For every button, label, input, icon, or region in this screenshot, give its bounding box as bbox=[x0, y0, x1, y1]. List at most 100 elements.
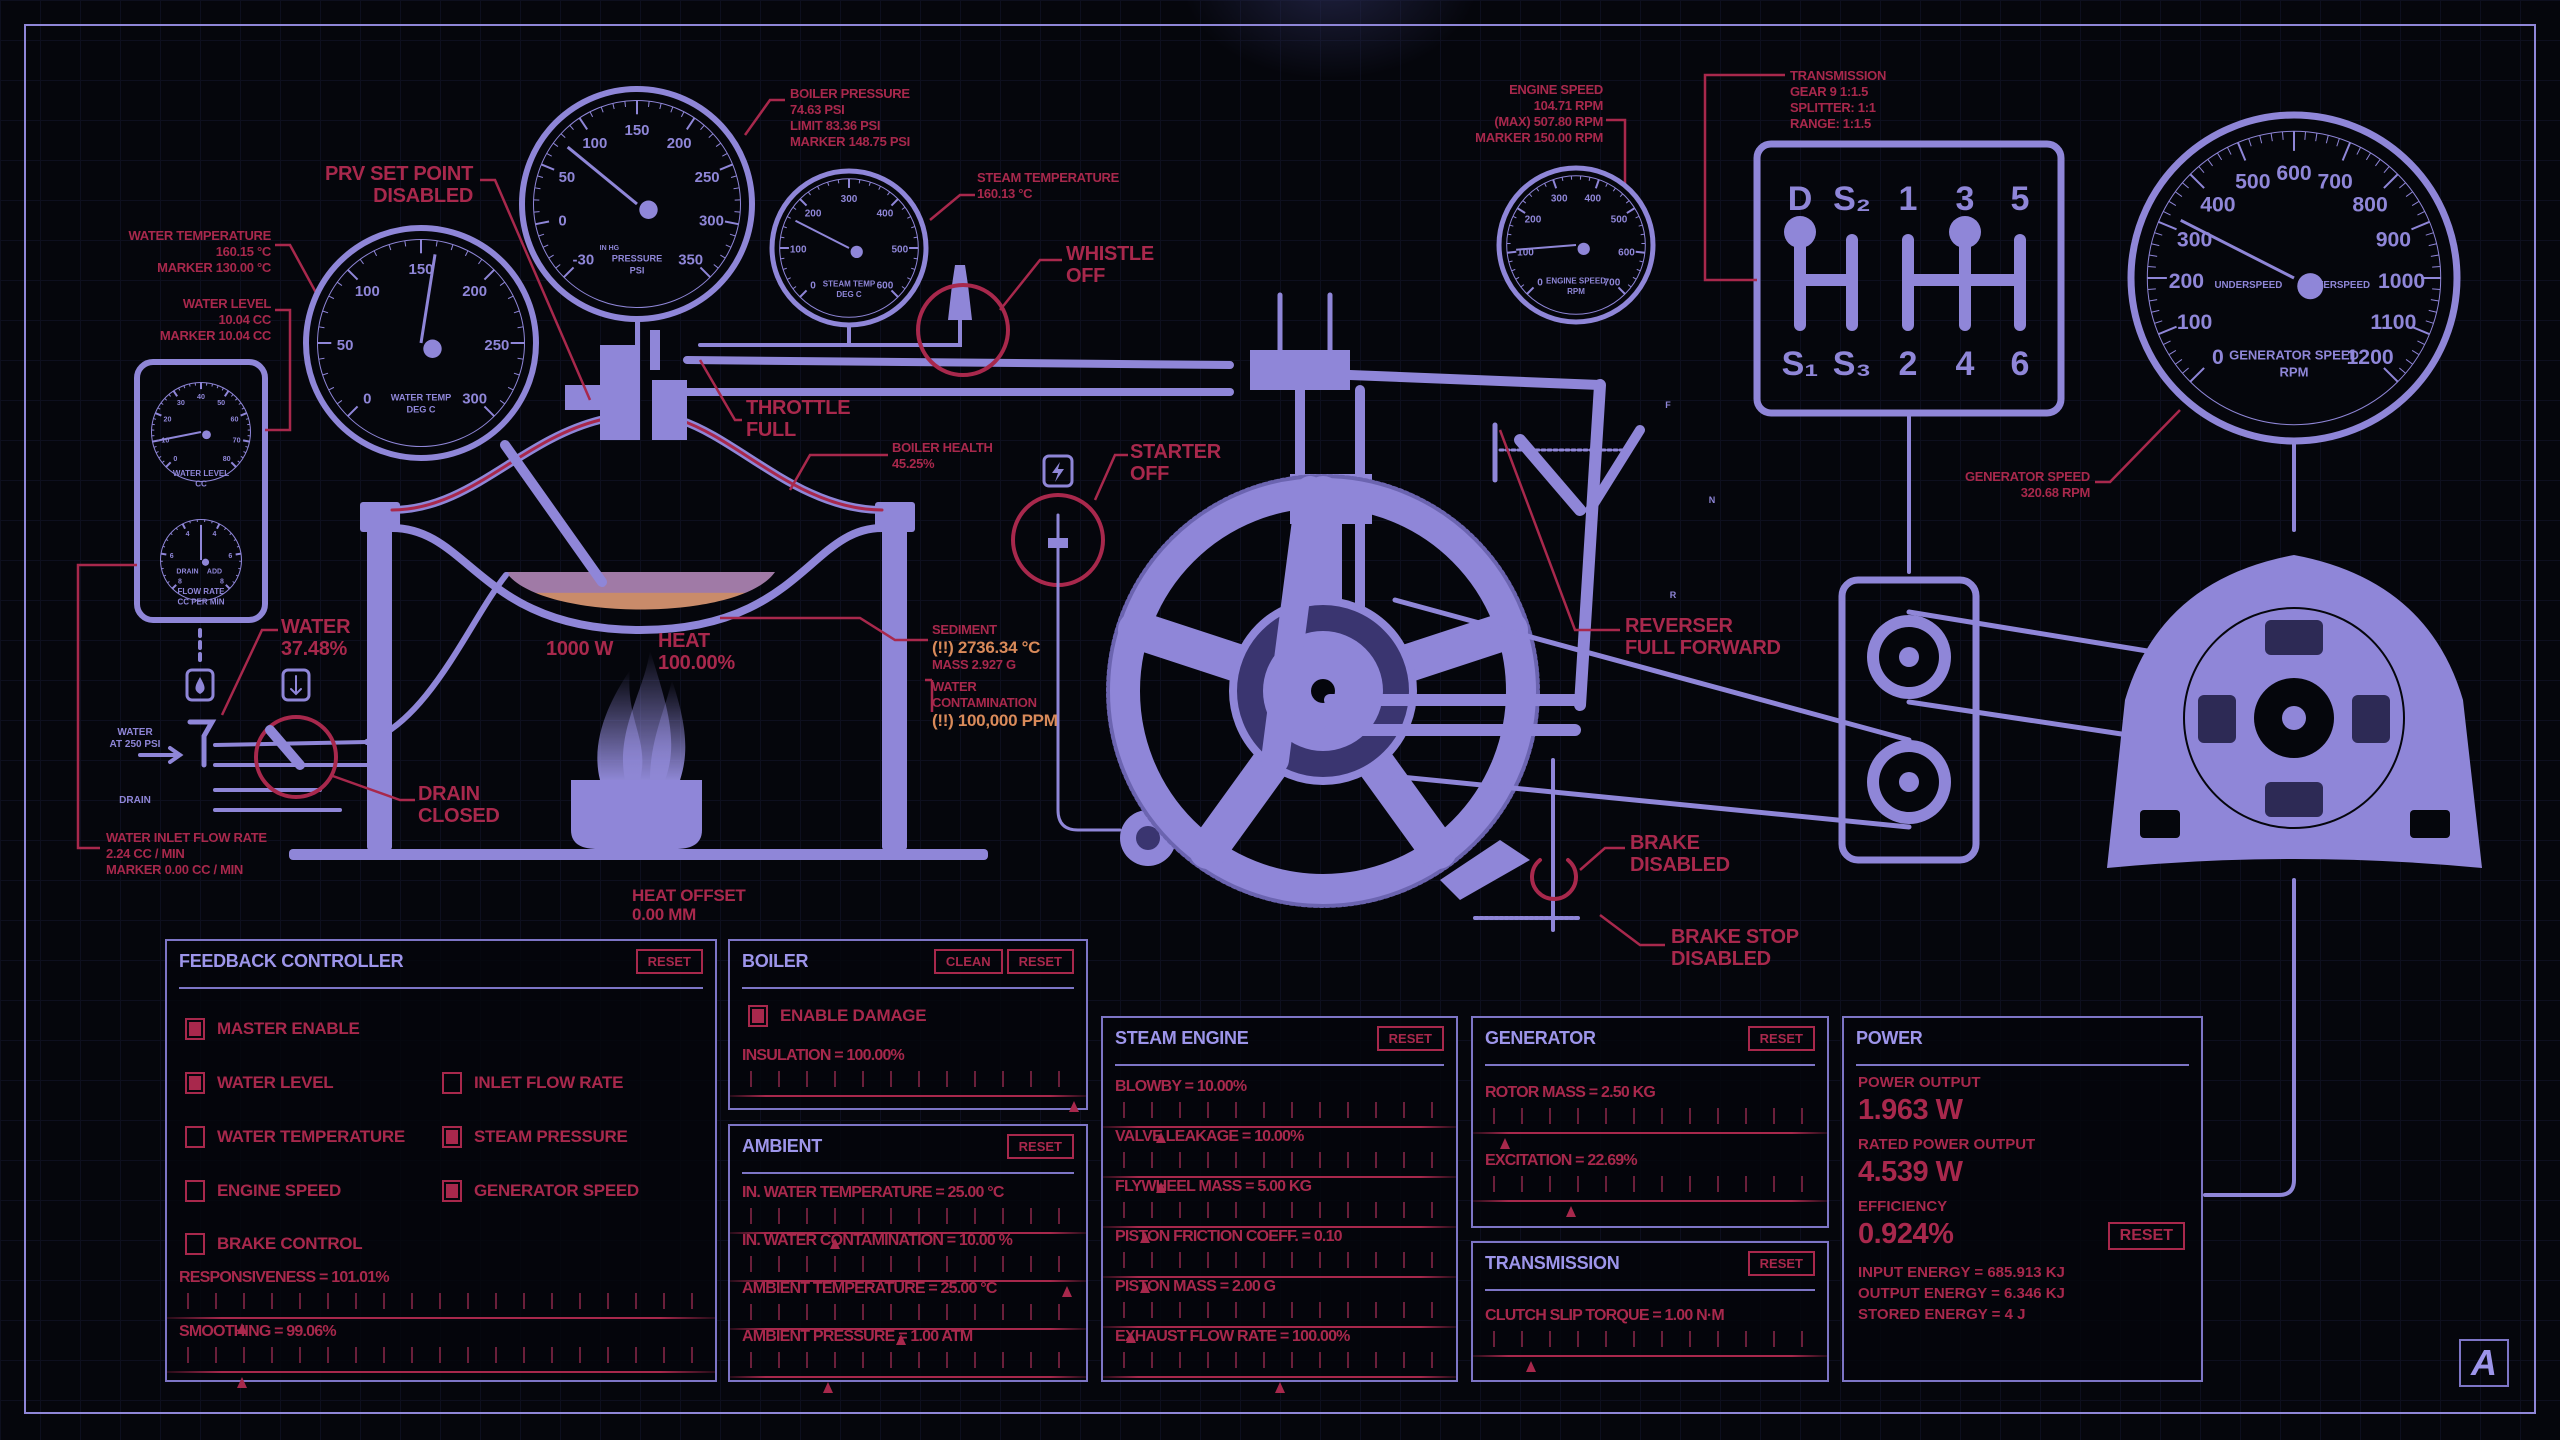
gauge-tick bbox=[181, 523, 186, 530]
slider-track[interactable] bbox=[167, 1317, 715, 1319]
checkbox-generator-speed[interactable]: GENERATOR SPEED bbox=[442, 1180, 639, 1202]
slider-ambient-pressure[interactable]: AMBIENT PRESSURE = 1.00 ATM bbox=[730, 1328, 1086, 1393]
gauge-tick bbox=[2175, 191, 2183, 197]
slider-blowby[interactable]: BLOWBY = 10.00% bbox=[1103, 1078, 1456, 1143]
slider-track[interactable] bbox=[730, 1376, 1086, 1378]
gauge-tick-label: 0 bbox=[363, 391, 371, 408]
slider-in-water-temperature[interactable]: IN. WATER TEMPERATURE = 25.00 °C bbox=[730, 1184, 1086, 1249]
checkbox-engine-speed[interactable]: ENGINE SPEED bbox=[185, 1180, 341, 1202]
slider-track[interactable] bbox=[730, 1280, 1086, 1282]
slider-excitation[interactable]: EXCITATION = 22.69% bbox=[1473, 1152, 1827, 1217]
gauge-needle bbox=[1516, 244, 1577, 251]
generator-reset-button[interactable]: RESET bbox=[1747, 1026, 1815, 1051]
drain-lever[interactable] bbox=[265, 725, 305, 770]
slider-marker-icon[interactable] bbox=[1156, 1182, 1167, 1193]
gear-shifter[interactable] bbox=[1753, 140, 2065, 417]
feedback-reset-button[interactable]: RESET bbox=[635, 949, 703, 974]
checkbox-brake-control[interactable]: BRAKE CONTROL bbox=[185, 1233, 363, 1255]
checkbox-water-temperature[interactable]: WATER TEMPERATURE bbox=[185, 1126, 405, 1148]
power-reset-button[interactable]: RESET bbox=[2107, 1222, 2185, 1250]
brake[interactable] bbox=[1440, 758, 1582, 932]
ambient-reset-button[interactable]: RESET bbox=[1006, 1134, 1074, 1159]
water-level-value: 10.04 CC bbox=[218, 312, 271, 327]
checkbox-steam-pressure[interactable]: STEAM PRESSURE bbox=[442, 1126, 628, 1148]
slider-track[interactable] bbox=[1103, 1176, 1456, 1178]
shift-label: S₃ bbox=[1833, 345, 1871, 383]
gauge-tick-label: 0 bbox=[173, 455, 177, 463]
gauge-tick bbox=[1625, 200, 1630, 204]
slider-track[interactable] bbox=[730, 1328, 1086, 1330]
slider-flywheel-mass[interactable]: FLYWHEEL MASS = 5.00 KG bbox=[1103, 1178, 1456, 1243]
slider-marker-icon[interactable] bbox=[1499, 1138, 1510, 1149]
steam-engine-reset-button[interactable]: RESET bbox=[1376, 1026, 1444, 1051]
slider-clutch-slip-torque[interactable]: CLUTCH SLIP TORQUE = 1.00 N·M bbox=[1473, 1307, 1827, 1372]
slider-track[interactable] bbox=[1473, 1132, 1827, 1134]
gauge-tick bbox=[517, 357, 524, 360]
slider-marker-icon[interactable] bbox=[1139, 1282, 1150, 1293]
slider-track[interactable] bbox=[1103, 1326, 1456, 1328]
slider-track[interactable] bbox=[730, 1232, 1086, 1234]
enable-damage-checkbox[interactable]: ENABLE DAMAGE bbox=[748, 1005, 927, 1027]
slider-marker-icon[interactable] bbox=[1062, 1286, 1073, 1297]
slider-track[interactable] bbox=[1103, 1226, 1456, 1228]
slider-rotor-mass[interactable]: ROTOR MASS = 2.50 KG bbox=[1473, 1084, 1827, 1149]
drain-valve-highlight[interactable] bbox=[254, 715, 338, 799]
boiler-clean-button[interactable]: CLEAN bbox=[933, 949, 1003, 974]
slider-label: EXHAUST FLOW RATE = 100.00% bbox=[1115, 1328, 1350, 1345]
prv-state: DISABLED bbox=[373, 185, 473, 207]
slider-track[interactable] bbox=[730, 1095, 1086, 1097]
slider-track[interactable] bbox=[1473, 1355, 1827, 1357]
checkbox-inlet-flow-rate[interactable]: INLET FLOW RATE bbox=[442, 1072, 623, 1094]
boiler-reset-button[interactable]: RESET bbox=[1006, 949, 1074, 974]
slider-marker-icon[interactable] bbox=[823, 1382, 834, 1393]
slider-exhaust-flow-rate[interactable]: EXHAUST FLOW RATE = 100.00% bbox=[1103, 1328, 1456, 1393]
slider-track[interactable] bbox=[167, 1371, 715, 1373]
slider-marker-icon[interactable] bbox=[1156, 1132, 1167, 1143]
slider-insulation[interactable]: INSULATION = 100.00% bbox=[730, 1047, 1086, 1112]
slider-marker-icon[interactable] bbox=[896, 1334, 907, 1345]
slider-marker-icon[interactable] bbox=[1274, 1382, 1285, 1393]
slider-responsiveness[interactable]: RESPONSIVENESS = 101.01% bbox=[167, 1269, 715, 1334]
slider-marker-icon[interactable] bbox=[236, 1377, 247, 1388]
transmission-reset-button[interactable]: RESET bbox=[1747, 1251, 1815, 1276]
slider-piston-mass[interactable]: PISTON MASS = 2.00 G bbox=[1103, 1278, 1456, 1343]
slider-ambient-temperature[interactable]: AMBIENT TEMPERATURE = 25.00 °C bbox=[730, 1280, 1086, 1345]
slider-marker-icon[interactable] bbox=[1526, 1361, 1537, 1372]
slider-valve-leakage[interactable]: VALVE LEAKAGE = 10.00% bbox=[1103, 1128, 1456, 1193]
whistle[interactable] bbox=[916, 265, 1010, 377]
slider-track[interactable] bbox=[1473, 1200, 1827, 1202]
drain-valve-button[interactable] bbox=[281, 668, 311, 702]
slider-marker-icon[interactable] bbox=[236, 1323, 247, 1334]
checkbox-water-level[interactable]: WATER LEVEL bbox=[185, 1072, 334, 1094]
slider-marker-icon[interactable] bbox=[1069, 1101, 1079, 1112]
checkbox-master-enable[interactable]: MASTER ENABLE bbox=[185, 1018, 360, 1040]
reverser-title: REVERSER bbox=[1625, 615, 1733, 637]
gauge-tick bbox=[907, 277, 911, 280]
slider-marker-icon[interactable] bbox=[1126, 1332, 1137, 1343]
gauge-tick-label: 600 bbox=[1618, 247, 1635, 258]
slider-marker-icon[interactable] bbox=[829, 1238, 840, 1249]
water-valve-button[interactable] bbox=[185, 668, 215, 702]
flywheel bbox=[1106, 474, 1586, 908]
slider-piston-friction-coeff[interactable]: PISTON FRICTION COEFF. = 0.10 bbox=[1103, 1228, 1456, 1293]
slider-marker-icon[interactable] bbox=[1565, 1206, 1576, 1217]
slider-track[interactable] bbox=[1103, 1276, 1456, 1278]
slider-marker-icon[interactable] bbox=[1139, 1232, 1150, 1243]
slider-track[interactable] bbox=[1103, 1126, 1456, 1128]
gauge-tick bbox=[328, 295, 335, 300]
slider-in-water-contamination[interactable]: IN. WATER CONTAMINATION = 10.00 % bbox=[730, 1232, 1086, 1297]
slider-smoothing[interactable]: SMOOTHING = 99.06% bbox=[167, 1323, 715, 1388]
checkbox-box bbox=[442, 1072, 462, 1094]
slider-ticks bbox=[1115, 1302, 1444, 1318]
slider-track[interactable] bbox=[1103, 1376, 1456, 1378]
